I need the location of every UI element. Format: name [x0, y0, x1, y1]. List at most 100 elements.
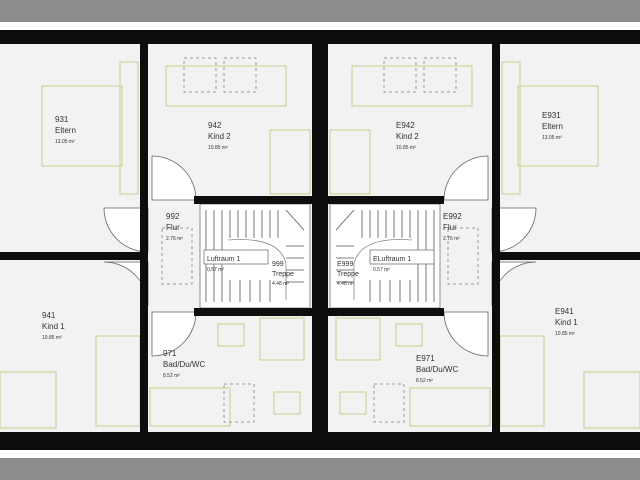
room-area: 10.85 m²: [396, 145, 416, 151]
basin-E971: [395, 323, 423, 347]
skylight-E992: [447, 227, 479, 285]
room-label-E999: E999 Treppe 4.48 m²: [337, 261, 359, 287]
room-label-E971: E971 Bad/Du/WC 8.52 m²: [416, 354, 458, 384]
room-area: 10.85 m²: [42, 335, 62, 341]
room-name: ELuftraum 1: [373, 256, 411, 263]
wardrobe-E931: [501, 61, 521, 195]
skylight-942-a: [183, 57, 217, 93]
room-name: Bad/Du/WC: [163, 360, 205, 369]
wall-left-divider: [0, 252, 148, 260]
room-area: 0.57 m²: [207, 267, 224, 273]
room-name: Kind 2: [208, 132, 231, 141]
room-number: 941: [42, 311, 56, 320]
skylight-E942-b: [423, 57, 457, 93]
room-label-E942: E942 Kind 2 10.85 m²: [396, 121, 419, 151]
room-number: 992: [166, 212, 180, 221]
furniture-layer: [0, 61, 640, 429]
room-area: 4.48 m²: [337, 281, 354, 287]
wall-left-inner: [140, 44, 148, 432]
skylight-942-b: [223, 57, 257, 93]
shower-971: [259, 317, 305, 361]
door-swing-E971: [443, 311, 489, 357]
wc-E971: [339, 391, 367, 415]
wall-right-divider: [492, 252, 640, 260]
room-area: 10.85 m²: [555, 331, 575, 337]
wardrobe-931: [119, 61, 139, 195]
room-name: Treppe: [337, 271, 359, 278]
tub-971: [149, 387, 231, 427]
room-number: 942: [208, 121, 222, 130]
room-name: Luftraum 1: [207, 256, 241, 263]
room-name: Flur: [166, 223, 180, 232]
wall-stair-top: [194, 196, 444, 204]
room-label-942: 942 Kind 2 10.85 m²: [208, 121, 231, 151]
room-label-E941: E941 Kind 1 10.85 m²: [555, 307, 578, 337]
bed-E931: [517, 85, 599, 167]
room-number: E971: [416, 354, 435, 363]
bed-E941: [583, 371, 640, 429]
room-area: 8.52 m²: [416, 378, 433, 384]
wall-outer-top: [0, 30, 640, 44]
room-number: E941: [555, 307, 574, 316]
door-swing-942: [151, 155, 197, 201]
bed-941: [0, 371, 57, 429]
roof-band-bottom-inner: [0, 452, 640, 458]
stair-right-inner: [353, 239, 413, 300]
room-name: Bad/Du/WC: [416, 365, 458, 374]
luftraum-box: [203, 249, 269, 265]
tub-E971: [409, 387, 491, 427]
stair-left-inner: [227, 239, 287, 300]
room-label-E992: E992 Flur 2.76 m²: [443, 212, 462, 242]
basin-971: [217, 323, 245, 347]
room-number: 931: [55, 115, 69, 124]
room-number: E992: [443, 212, 462, 221]
walls: [0, 30, 640, 450]
roof-band-top-inner: [0, 22, 640, 28]
room-name: Kind 1: [42, 322, 65, 331]
room-number: 971: [163, 349, 177, 358]
bed-E942: [329, 129, 371, 195]
room-name: Treppe: [272, 271, 294, 278]
room-label-999: 999 Treppe 4.48 m²: [272, 261, 294, 287]
skylight-E942-a: [383, 57, 417, 93]
door-swing-971: [151, 311, 197, 357]
room-name: Kind 1: [555, 318, 578, 327]
room-label-931: 931 Eltern 13.05 m²: [55, 115, 76, 145]
roof-band-bottom: [0, 458, 640, 480]
room-number: E999: [337, 261, 353, 268]
room-name: Kind 2: [396, 132, 419, 141]
wall-party-center: [312, 44, 328, 432]
skylight-992: [161, 227, 193, 285]
bed-931: [41, 85, 123, 167]
E-luftraum-box: [369, 249, 435, 265]
room-label-941: 941 Kind 1 10.85 m²: [42, 311, 65, 341]
room-label-E931: E931 Eltern 13.05 m²: [542, 111, 563, 141]
room-name: Eltern: [55, 126, 76, 135]
room-label-971: 971 Bad/Du/WC 8.52 m²: [163, 349, 205, 379]
room-label-992: 992 Flur 2.76 m²: [166, 212, 183, 242]
desk-E942: [351, 65, 473, 107]
room-label-luftraum: Luftraum 1 0.57 m²: [203, 249, 269, 273]
room-number: 999: [272, 261, 284, 268]
roof-band-top: [0, 0, 640, 22]
wall-right-inner: [492, 44, 500, 432]
room-area: 10.85 m²: [208, 145, 228, 151]
room-area: 13.05 m²: [55, 139, 75, 145]
room-area: 8.52 m²: [163, 373, 180, 379]
wall-outer-bottom: [0, 432, 640, 450]
skylight-971: [223, 383, 255, 423]
room-label-E-luftraum: ELuftraum 1 0.57 m²: [369, 249, 435, 273]
skylight-layer: [161, 57, 479, 423]
room-area: 0.57 m²: [373, 267, 390, 273]
door-swing-E942: [443, 155, 489, 201]
room-area: 4.48 m²: [272, 281, 289, 287]
wc-971: [273, 391, 301, 415]
room-area: 13.05 m²: [542, 135, 562, 141]
room-number: E942: [396, 121, 415, 130]
room-area: 2.76 m²: [443, 236, 460, 242]
shower-E971: [335, 317, 381, 361]
skylight-E971: [373, 383, 405, 423]
door-swings: [103, 155, 537, 357]
desk-942: [165, 65, 287, 107]
